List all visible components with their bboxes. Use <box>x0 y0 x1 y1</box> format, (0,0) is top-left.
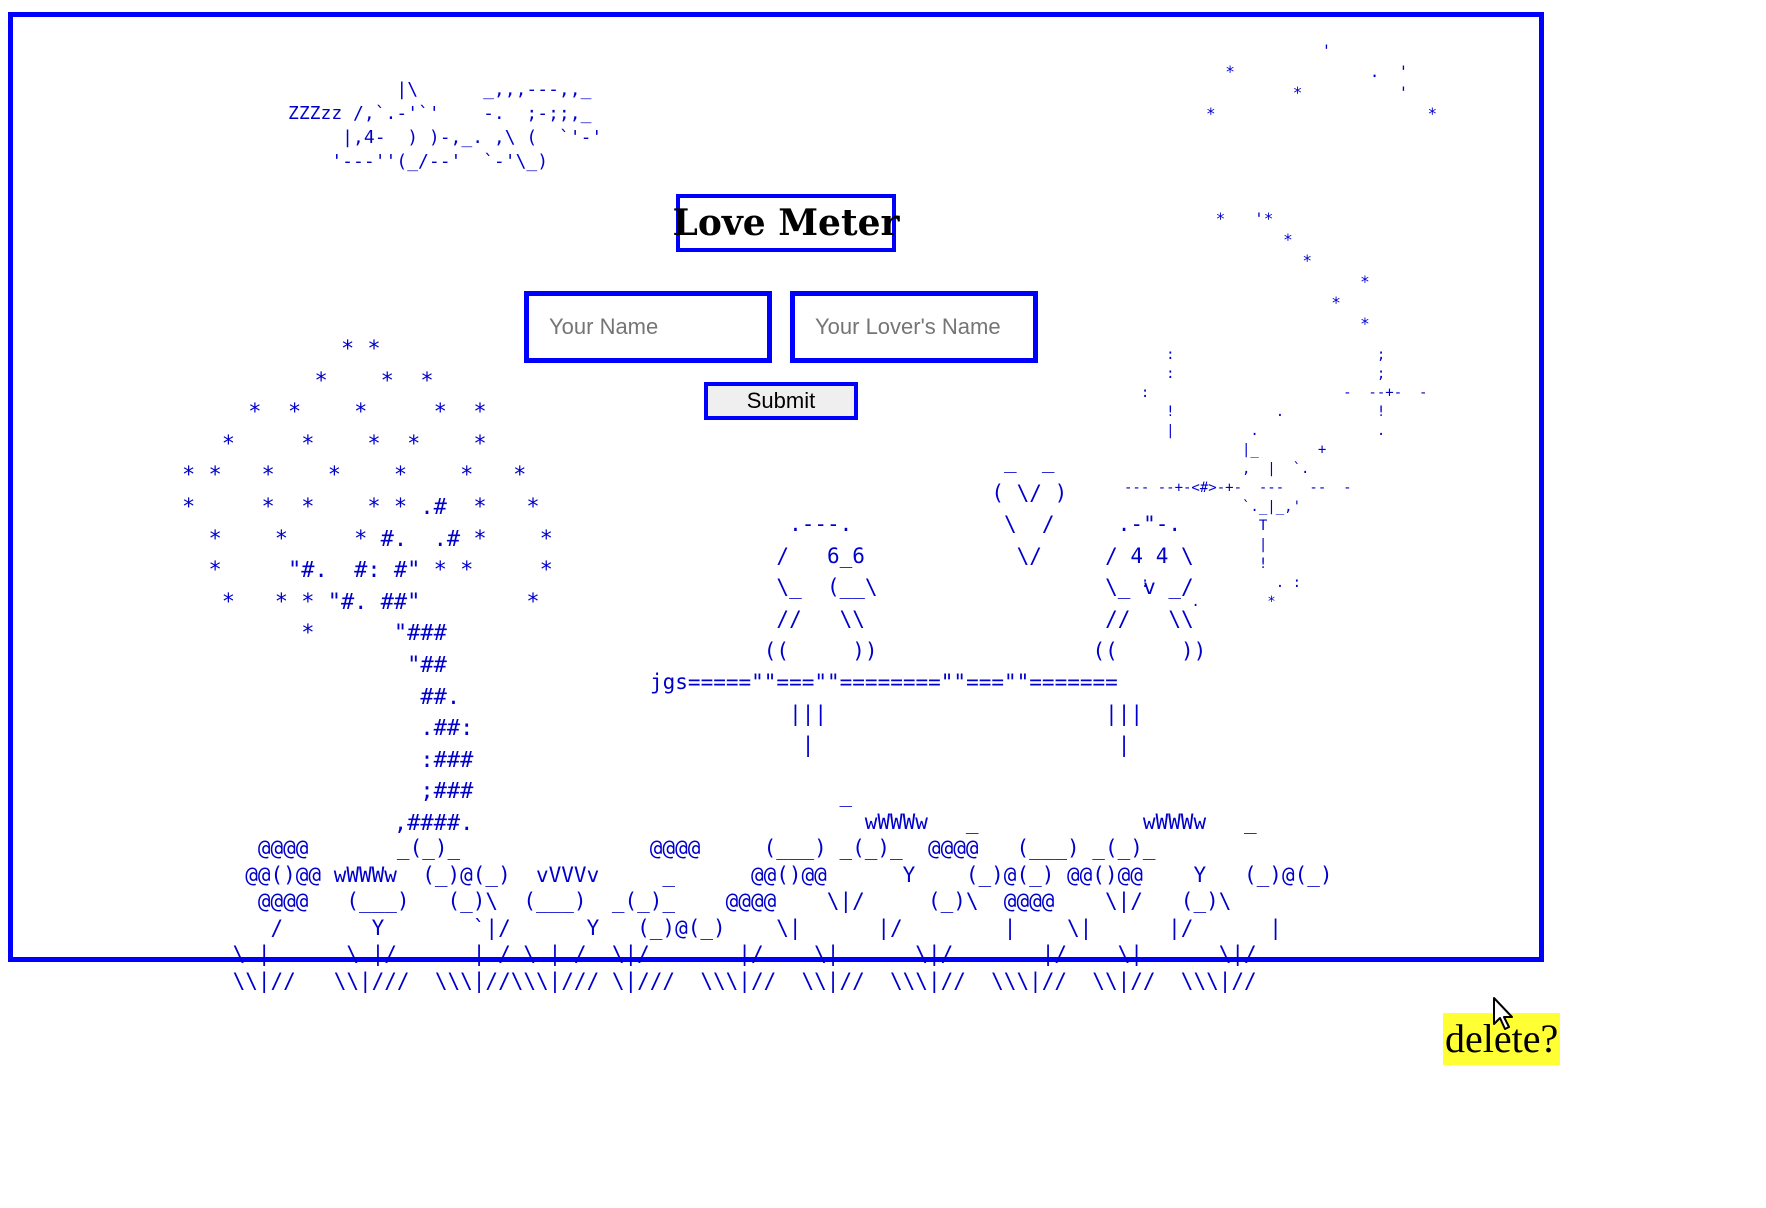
sleeping-cat-ascii-art: |\ _,,,---,,_ ZZZzz /,`.-'`' -. ;-;;,_ |… <box>288 79 603 172</box>
your-name-input[interactable] <box>524 291 772 363</box>
lover-name-input[interactable] <box>790 291 1038 363</box>
compass-star-ascii-art: : ; : ; : - --+- - ! . ! | . . |_ + , <box>1124 347 1428 610</box>
title-box: Love Meter <box>673 194 899 252</box>
page-frame <box>8 12 1544 962</box>
garden-ascii-art: _ wWWWw _ wWWWw _ @@@@ _(_)_ @@@@ (___) … <box>232 783 1333 993</box>
tree-ascii-art: * * * * * * * * * * * * * * * * * * * * … <box>182 337 553 836</box>
love-birds-ascii-art: _ _ ( \/ ) .---. \ / .-"-. / 6_6 \/ / 4 … <box>650 449 1207 758</box>
page-title: Love Meter <box>672 202 900 244</box>
mouse-pointer-icon <box>1493 997 1513 1030</box>
submit-button[interactable]: Submit <box>704 382 858 420</box>
stars-ascii-art: ' * . ' * ' * * * '* * * * * * <box>1206 41 1438 333</box>
